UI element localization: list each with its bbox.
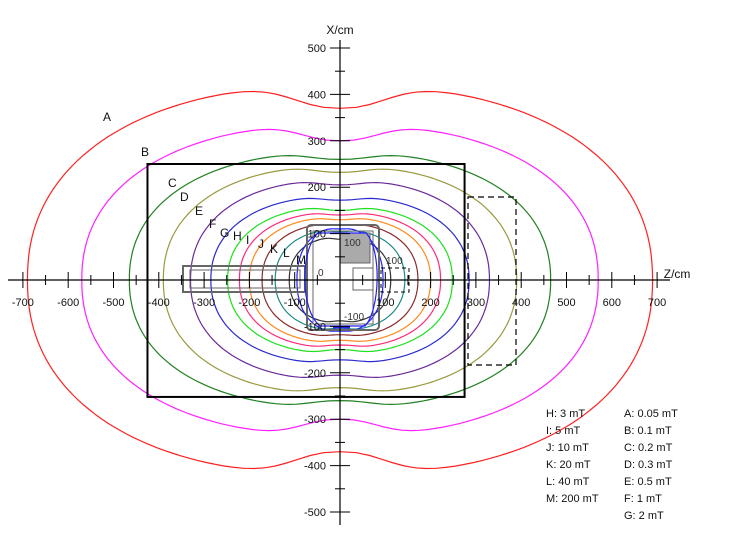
inner-scale-label: 0 (318, 268, 324, 279)
contour-label-e: E (195, 204, 203, 218)
x-tick-label: 500 (308, 43, 326, 55)
legend-entry-m: M: 200 mT (546, 493, 599, 505)
legend-entry-d: D: 0.3 mT (624, 459, 673, 471)
legend-entry-k: K: 20 mT (546, 459, 591, 471)
z-tick-label: -200 (238, 297, 260, 309)
x-tick-label: 300 (308, 136, 326, 148)
x-tick-label: -200 (304, 368, 326, 380)
legend-entry-b: B: 0.1 mT (624, 425, 672, 437)
z-tick-label: -400 (148, 297, 170, 309)
contour-label-a: A (103, 110, 111, 124)
legend-col-2: A: 0.05 mT B: 0.1 mT C: 0.2 mT D: 0.3 mT… (624, 406, 678, 525)
z-tick-label: -600 (57, 297, 79, 309)
z-tick-label: 300 (467, 297, 485, 309)
x-tick-label: 100 (308, 229, 326, 241)
dashed-region (467, 196, 517, 366)
contour-label-g: G (220, 226, 229, 240)
contour-label-m: M (296, 253, 306, 267)
inner-scale-label: 100 (344, 238, 361, 249)
x-tick-label: 200 (308, 182, 326, 194)
z-tick-label: 600 (603, 297, 621, 309)
contour-label-i: I (246, 233, 249, 247)
contour-label-j: J (258, 237, 264, 251)
z-tick-label: -700 (12, 297, 34, 309)
z-tick-label: 200 (421, 297, 439, 309)
contour-label-b: B (141, 145, 149, 159)
inner-scale-label: 100 (386, 256, 403, 267)
x-axis-label: X/cm (326, 23, 353, 37)
z-tick-label: 100 (376, 297, 394, 309)
legend-entry-c: C: 0.2 mT (624, 442, 673, 454)
z-tick-label: 700 (648, 297, 666, 309)
z-axis-label: Z/cm (664, 267, 691, 281)
legend-col-1: H: 3 mT I: 5 mT J: 10 mT K: 20 mT L: 40 … (546, 406, 599, 508)
contour-label-f: F (209, 217, 216, 231)
z-tick-label: -100 (284, 297, 306, 309)
legend-entry-i: I: 5 mT (546, 425, 581, 437)
coil-block (352, 267, 374, 291)
x-tick-label: 400 (308, 89, 326, 101)
contour-label-h: H (233, 229, 242, 243)
legend-entry-l: L: 40 mT (546, 476, 590, 488)
z-tick-label: 500 (557, 297, 575, 309)
legend-entry-e: E: 0.5 mT (624, 476, 672, 488)
legend-entry-g: G: 2 mT (624, 510, 664, 522)
x-tick-label: -300 (304, 414, 326, 426)
legend-entry-j: J: 10 mT (546, 442, 589, 454)
contour-label-c: C (168, 176, 177, 190)
legend-entry-a: A: 0.05 mT (624, 408, 678, 420)
x-tick-label: -400 (304, 461, 326, 473)
x-tick-label: -500 (304, 507, 326, 519)
contour-label-d: D (180, 190, 189, 204)
inner-blue-outline (304, 232, 378, 327)
legend-entry-f: F: 1 mT (624, 493, 662, 505)
x-tick-label: -100 (304, 321, 326, 333)
legend-entry-h: H: 3 mT (546, 408, 586, 420)
contour-label-l: L (283, 246, 290, 260)
magnet-bore-inner (189, 269, 301, 289)
z-tick-label: 400 (512, 297, 530, 309)
contour-label-k: K (270, 242, 278, 256)
inner-scale-label: -100 (344, 312, 364, 323)
z-tick-label: -300 (193, 297, 215, 309)
z-tick-label: -500 (102, 297, 124, 309)
magnet-body-outline (306, 224, 380, 331)
